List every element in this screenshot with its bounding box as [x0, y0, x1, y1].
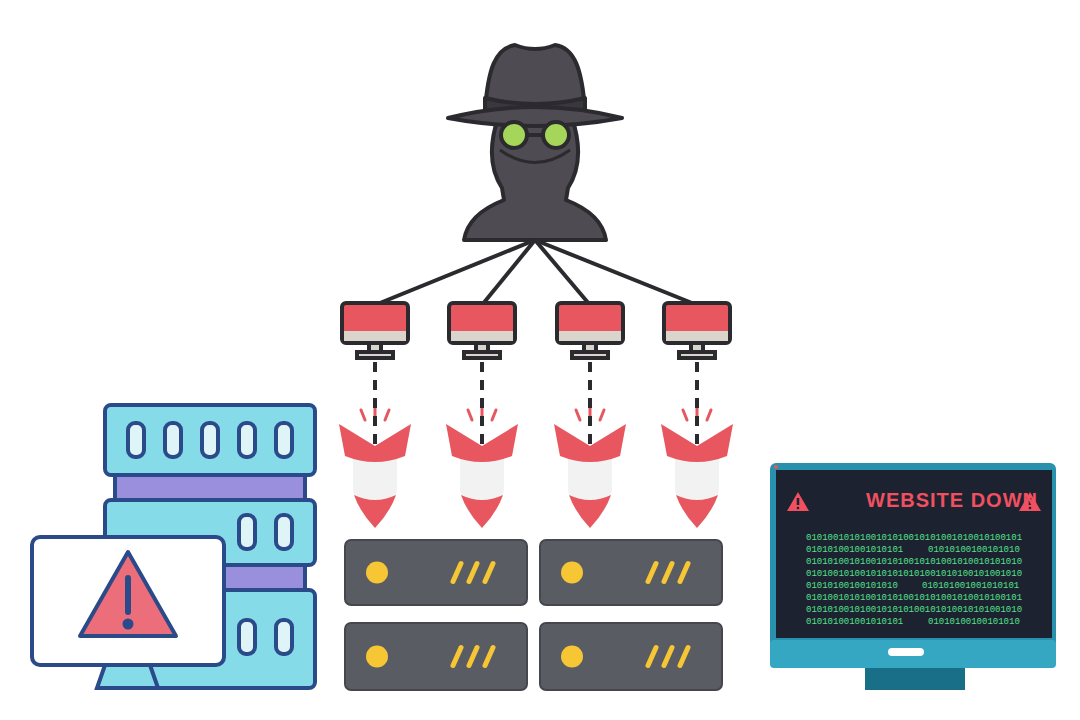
server-unit [345, 540, 527, 605]
binary-row-holder: 010101001001010101 [922, 581, 1019, 591]
hacker-figure [375, 45, 697, 305]
dashed-link [588, 362, 592, 448]
binary-row: 0101001010010101010101001010100101001010 [806, 569, 1022, 579]
binary-row: 0101001010100101010010101001010010100101 [806, 593, 1022, 603]
dashed-link [480, 362, 484, 448]
missile-tip [461, 495, 503, 528]
binary-row-holder: 01010100100101010 [806, 581, 898, 591]
binary-row-holder: 0101001010100101010010101001010010100101 [806, 593, 1022, 603]
missile-tip [569, 495, 611, 528]
bot-unit [339, 303, 411, 528]
missile-tip [676, 495, 718, 528]
missile-tip [354, 495, 396, 528]
status-heading: WEBSITE DOWN [776, 489, 1080, 512]
spark [492, 410, 496, 420]
target-servers [345, 540, 722, 690]
spark [600, 410, 604, 420]
spark [468, 410, 472, 420]
binary-row-holder: 0101010010100101010100101010010101001010 [806, 605, 1022, 615]
bot-computer [557, 303, 623, 358]
dashed-link [695, 362, 699, 448]
binary-row: 010101001001010101 [806, 545, 903, 555]
binary-row: 0101001010100101010010101001010010100101 [806, 533, 1022, 543]
binary-row: 01010100100101010 [928, 617, 1020, 627]
spark [707, 410, 711, 420]
bot-unit [661, 303, 733, 528]
bot-computer [664, 303, 730, 358]
warning-monitor [32, 537, 224, 688]
binary-row-holder: 0101010010100101010010101001010010101010 [806, 557, 1022, 567]
spark [576, 410, 580, 420]
spark [683, 410, 687, 420]
binary-row: 01010100100101010 [928, 545, 1020, 555]
binary-row-holder: 01010100100101010 [928, 617, 1020, 627]
binary-row-holder: 0101001010100101010010101001010010100101 [806, 533, 1022, 543]
spark [361, 410, 365, 420]
binary-row-holder: 0101001010010101010101001010100101001010 [806, 569, 1022, 579]
binary-row: 0101010010100101010100101010010101001010 [806, 605, 1022, 615]
dashed-link [373, 362, 377, 448]
server-unit [540, 540, 722, 605]
bot-computers [339, 303, 733, 528]
binary-row: 010101001001010101 [922, 581, 1019, 591]
binary-row: 01010100100101010 [806, 581, 898, 591]
spark [385, 410, 389, 420]
binary-row: 010101001001010101 [806, 617, 903, 627]
binary-row-holder: 010101001001010101 [806, 617, 903, 627]
bot-computer [449, 303, 515, 358]
bot-computer [342, 303, 408, 358]
server-unit [540, 623, 722, 690]
binary-row: 0101010010100101010010101001010010101010 [806, 557, 1022, 567]
server-unit [345, 623, 527, 690]
binary-row-holder: 01010100100101010 [928, 545, 1020, 555]
bot-unit [554, 303, 626, 528]
binary-row-holder: 010101001001010101 [806, 545, 903, 555]
bot-unit [446, 303, 518, 528]
